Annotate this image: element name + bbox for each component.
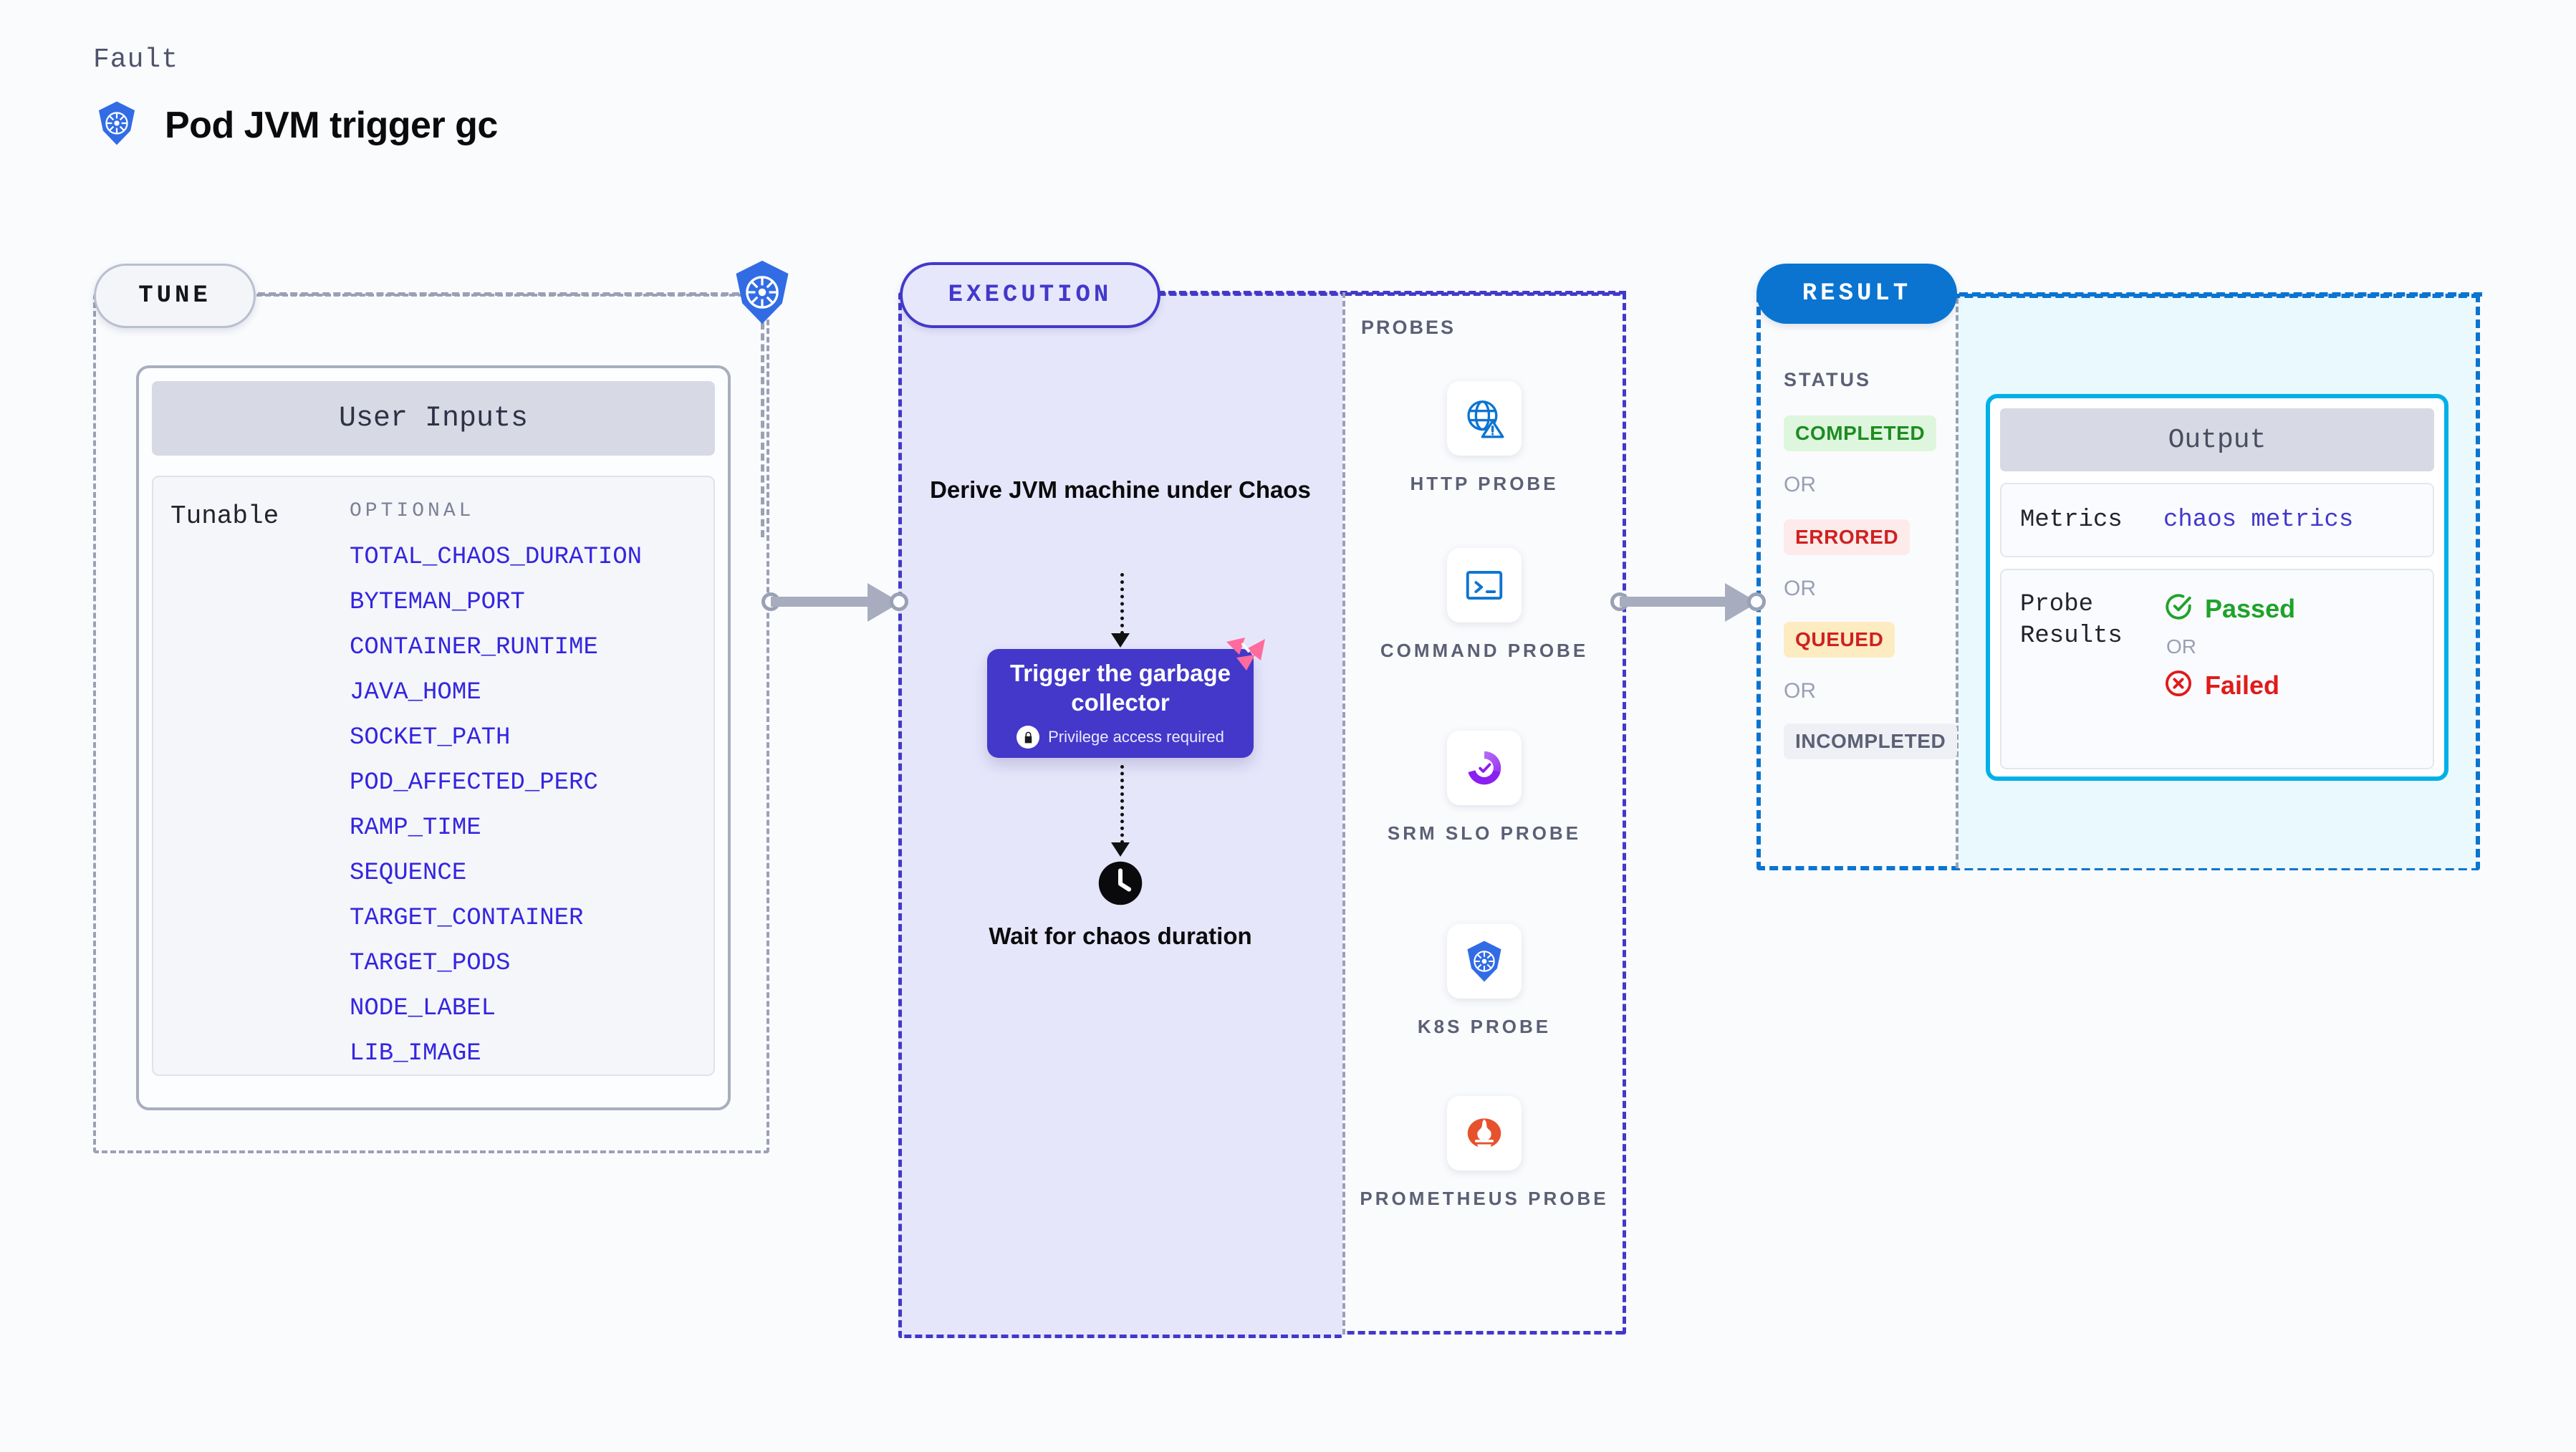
metrics-value[interactable]: chaos metrics [2163, 506, 2354, 534]
globe-warning-icon [1447, 381, 1522, 456]
eyebrow-label: Fault [93, 44, 179, 75]
result-tag: RESULT [1756, 264, 1957, 324]
tunable-item[interactable]: LIB_IMAGE [350, 1040, 481, 1067]
tunable-item[interactable]: NODE_LABEL [350, 995, 496, 1022]
probe-item[interactable]: PROMETHEUS PROBE [1342, 1096, 1626, 1212]
probe-item[interactable]: HTTP PROBE [1342, 381, 1626, 497]
or-separator: OR [2166, 635, 2196, 658]
probe-passed-label: Passed [2205, 593, 2296, 623]
metrics-label: Metrics [2020, 506, 2123, 534]
result-status-divider [1956, 298, 1959, 868]
check-circle-icon [2163, 592, 2193, 625]
probe-failed-label: Failed [2205, 670, 2280, 700]
optional-label: OPTIONAL [350, 500, 475, 522]
probe-result-passed: Passed [2163, 592, 2295, 625]
probe-label: COMMAND PROBE [1380, 640, 1589, 661]
execution-action-note: Privilege access required [1048, 728, 1224, 746]
execution-action-card[interactable]: Trigger the garbage collector Privilege … [987, 649, 1254, 758]
probe-result-failed: Failed [2163, 668, 2295, 702]
x-circle-icon [2163, 668, 2193, 702]
status-badge: INCOMPLETED [1784, 723, 1958, 759]
tune-tag: TUNE [94, 264, 256, 328]
user-inputs-card: User Inputs Tunable OPTIONAL TOTAL_CHAOS… [136, 365, 731, 1110]
status-label: STATUS [1784, 369, 1871, 390]
clock-icon [1097, 860, 1144, 907]
prometheus-icon [1447, 1096, 1522, 1170]
probe-label: PROMETHEUS PROBE [1360, 1188, 1609, 1209]
output-title: Output [2000, 408, 2434, 471]
tunable-item[interactable]: TOTAL_CHAOS_DURATION [350, 544, 643, 571]
execution-top-border [1158, 291, 1626, 294]
or-separator: OR [1784, 473, 1816, 496]
tunable-section: Tunable OPTIONAL TOTAL_CHAOS_DURATION BY… [152, 476, 715, 1076]
execution-step-derive: Derive JVM machine under Chaos [930, 476, 1311, 503]
flow-arrow-down [1111, 842, 1130, 857]
kubernetes-icon [93, 100, 140, 150]
output-card: Output Metrics chaos metrics Probe Resul… [1986, 394, 2448, 781]
tunable-item[interactable]: JAVA_HOME [350, 679, 481, 706]
probe-label: SRM SLO PROBE [1387, 822, 1582, 844]
tunable-item[interactable]: POD_AFFECTED_PERC [350, 769, 598, 797]
probe-results-label: Probe Results [2020, 591, 2123, 650]
result-top-border [1959, 292, 2482, 297]
or-separator: OR [1784, 679, 1816, 703]
page-title: Pod JVM trigger gc [165, 104, 498, 146]
tunable-item[interactable]: RAMP_TIME [350, 814, 481, 842]
status-badge: COMPLETED [1784, 415, 1937, 451]
probes-divider [1342, 292, 1345, 1335]
or-separator: OR [1784, 577, 1816, 600]
probe-item[interactable]: K8S PROBE [1342, 924, 1626, 1040]
execution-tag: EXECUTION [900, 262, 1160, 328]
harness-chaos-icon [1224, 636, 1268, 672]
srm-slo-icon [1447, 731, 1522, 805]
user-inputs-title: User Inputs [152, 381, 715, 456]
status-badge: QUEUED [1784, 622, 1895, 658]
probe-label: HTTP PROBE [1410, 473, 1559, 494]
probe-results-row: Probe Results Passed OR [2000, 569, 2434, 769]
tunable-item[interactable]: TARGET_PODS [350, 950, 511, 977]
tune-connector-line [258, 292, 739, 296]
kubernetes-icon [1447, 924, 1522, 999]
probe-label: K8S PROBE [1417, 1016, 1552, 1037]
tunable-item[interactable]: SEQUENCE [350, 860, 467, 887]
tunable-item[interactable]: BYTEMAN_PORT [350, 589, 525, 616]
probes-label: PROBES [1361, 317, 1456, 338]
status-badge: ERRORED [1784, 519, 1911, 555]
execution-step-wait: Wait for chaos duration [989, 923, 1252, 949]
tunable-label: Tunable [170, 501, 279, 531]
kubernetes-icon [728, 258, 797, 327]
flow-dotted-line [1120, 573, 1124, 635]
tunable-item[interactable]: TARGET_CONTAINER [350, 905, 584, 932]
probe-item[interactable]: SRM SLO PROBE [1342, 731, 1626, 847]
tunable-item[interactable]: SOCKET_PATH [350, 724, 511, 751]
probe-item[interactable]: COMMAND PROBE [1342, 548, 1626, 664]
tunable-item[interactable]: CONTAINER_RUNTIME [350, 634, 598, 661]
lock-icon [1017, 726, 1040, 749]
execution-action-title: Trigger the garbage collector [1009, 659, 1231, 716]
metrics-row: Metrics chaos metrics [2000, 483, 2434, 557]
tune-vertical-line [761, 322, 764, 537]
flow-arrow-down [1111, 633, 1130, 648]
page-header: Fault Pod JVM trigger gc [93, 44, 498, 150]
terminal-icon [1447, 548, 1522, 622]
flow-dotted-line [1120, 765, 1124, 844]
